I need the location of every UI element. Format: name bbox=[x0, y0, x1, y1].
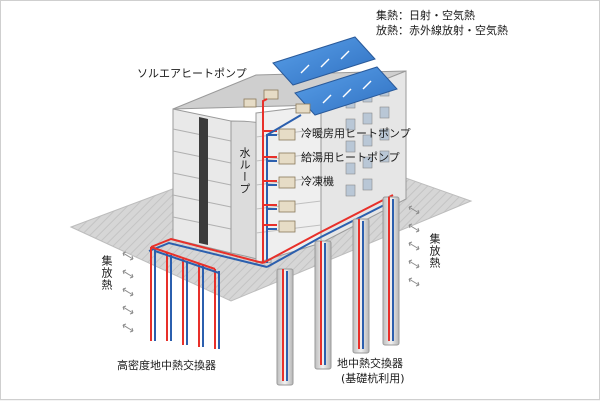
high-density-exchanger-label: 高密度地中熱交換器 bbox=[117, 359, 216, 372]
double-arrow-icon bbox=[122, 205, 420, 333]
high-density-exchanger bbox=[150, 246, 220, 349]
building-window-strip bbox=[199, 117, 208, 245]
ground-exchanger-note: (基礎杭利用) bbox=[341, 372, 405, 385]
water-loop-pipes bbox=[262, 98, 302, 263]
heat-pump-unit-icon bbox=[243, 89, 311, 114]
solar-heat-pump-label: ソルエアヒートポンプ bbox=[137, 67, 247, 80]
legend-collect: 集熱：日射・空気熱 bbox=[376, 9, 475, 22]
hot-water-hp-label: 給湯用ヒートポンプ bbox=[301, 151, 400, 164]
foundation-piles bbox=[276, 196, 400, 386]
ground-exchanger-label: 地中熱交換器 bbox=[337, 357, 403, 370]
cooling-heating-hp-label: 冷暖房用ヒートポンプ bbox=[301, 127, 411, 140]
refrigerator-label: 冷凍機 bbox=[301, 175, 334, 188]
water-loop-label: 水ループ bbox=[238, 147, 251, 195]
equipment-units bbox=[278, 128, 296, 233]
left-heat-exchange-label: 集放熱 bbox=[100, 255, 113, 291]
legend-release: 放熱：赤外線放射・空気熱 bbox=[376, 24, 508, 37]
right-heat-exchange-label: 集放熱 bbox=[428, 233, 441, 269]
